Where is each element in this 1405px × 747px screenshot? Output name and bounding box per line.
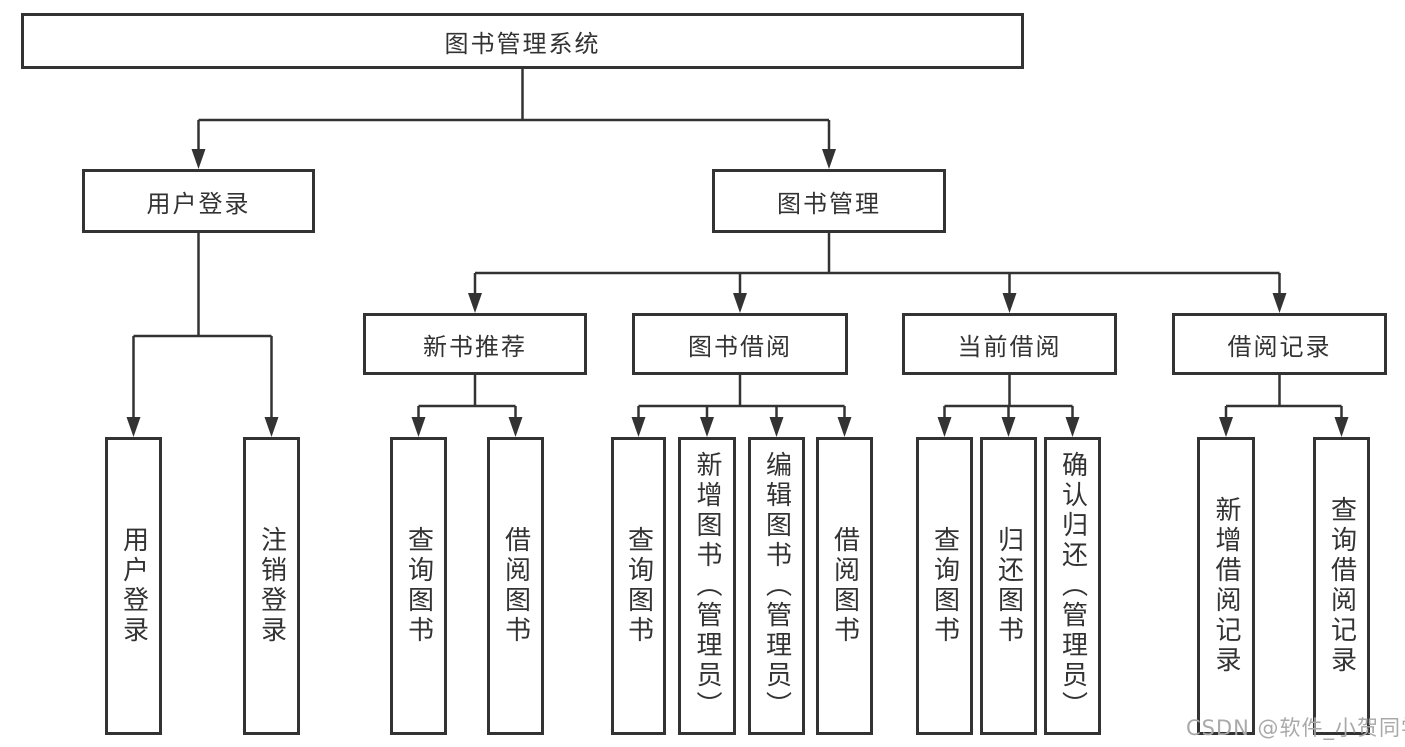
node-leaf-query-record: 查询借阅记录 [1313,437,1370,735]
node-leaf-return-book: 归还图书 [980,437,1037,735]
node-leaf-logout: 注销登录 [243,437,300,735]
node-label-user-login: 用户登录 [146,189,251,218]
node-label-leaf-query-book-1: 查询图书 [403,526,434,646]
node-label-leaf-query-book-3: 查询图书 [929,526,960,646]
node-label-leaf-query-record: 查询借阅记录 [1326,496,1357,676]
node-leaf-borrow-book-1: 借阅图书 [487,437,544,735]
node-label-leaf-logout: 注销登录 [256,526,287,646]
node-label-book-borrow: 图书借阅 [688,332,792,361]
node-label-current-borrow: 当前借阅 [957,332,1062,361]
node-label-leaf-edit-book: 编辑图书（管理员） [761,451,792,721]
node-user-login: 用户登录 [82,169,315,233]
node-label-leaf-user-login: 用户登录 [118,526,149,646]
node-label-leaf-borrow-book-2: 借阅图书 [829,526,860,646]
node-book-borrow: 图书借阅 [632,313,848,375]
node-label-book-mgmt: 图书管理 [777,189,881,218]
watermark-text: CSDN @软件_小贺同学 [1186,716,1405,740]
node-leaf-borrow-book-2: 借阅图书 [816,437,873,735]
node-label-leaf-confirm-return: 确认归还（管理员） [1057,451,1088,721]
node-book-mgmt: 图书管理 [712,169,946,233]
node-leaf-edit-book: 编辑图书（管理员） [748,437,805,735]
node-leaf-confirm-return: 确认归还（管理员） [1044,437,1101,735]
node-label-leaf-query-book-2: 查询图书 [623,526,654,646]
node-borrow-records: 借阅记录 [1172,313,1387,375]
node-leaf-query-book-3: 查询图书 [916,437,973,735]
node-label-leaf-borrow-book-1: 借阅图书 [500,526,531,646]
node-current-borrow: 当前借阅 [902,313,1117,375]
node-label-leaf-return-book: 归还图书 [993,526,1024,646]
node-leaf-add-book: 新增图书（管理员） [678,437,736,735]
node-label-new-book-rec: 新书推荐 [423,332,527,361]
node-leaf-query-book-1: 查询图书 [390,437,447,735]
node-root: 图书管理系统 [21,13,1024,69]
node-label-leaf-add-book: 新增图书（管理员） [692,451,722,721]
node-new-book-rec: 新书推荐 [363,313,587,375]
node-leaf-user-login: 用户登录 [105,437,162,735]
node-label-borrow-records: 借阅记录 [1227,332,1332,361]
node-label-root: 图书管理系统 [444,29,601,58]
node-leaf-add-record: 新增借阅记录 [1197,437,1255,735]
node-label-leaf-add-record: 新增借阅记录 [1211,496,1241,676]
node-leaf-query-book-2: 查询图书 [611,437,666,735]
